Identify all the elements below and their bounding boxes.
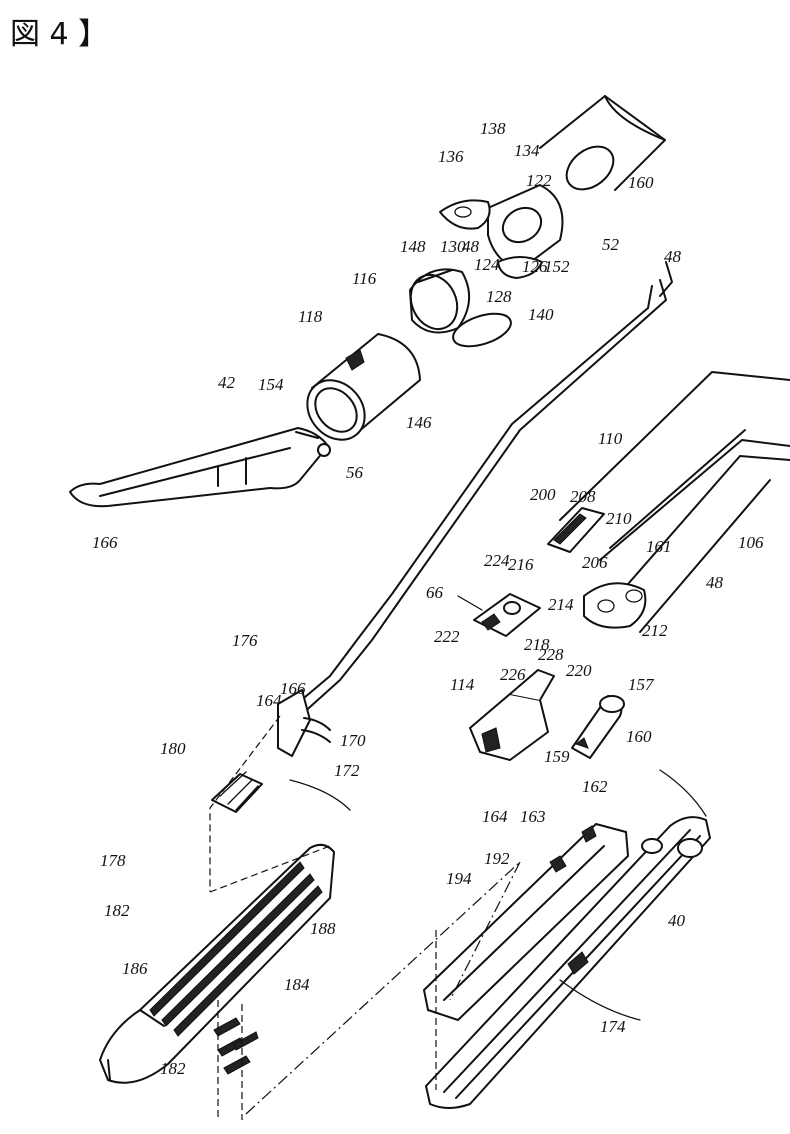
ref-label: 160 [628,173,654,192]
ref-label: 116 [352,269,377,288]
ref-label: 214 [548,595,574,614]
ref-label: 48 [462,237,480,256]
ref-label: 42 [218,373,236,392]
ref-label: 52 [602,235,620,254]
ref-label: 154 [258,375,284,394]
ref-label: 162 [582,777,608,796]
ref-label: 178 [100,851,126,870]
ref-label: 124 [474,255,500,274]
ref-label: 186 [122,959,148,978]
figure-title: 図 4 】 [10,17,108,52]
wedge-sled [212,772,262,812]
ref-label: 40 [668,911,686,930]
ref-label: 152 [544,257,570,276]
reference-numerals: 136 138 134 122 160 52 148 130 48 124 12… [92,119,764,1078]
anvil [70,428,330,506]
ref-label: 122 [526,171,552,190]
upper-link [474,594,540,636]
ref-label: 228 [538,645,564,664]
ref-label: 208 [570,487,596,506]
ref-label: 174 [600,1017,626,1036]
ref-label: 216 [508,555,534,574]
ref-label: 157 [628,675,655,694]
ref-label: 161 [646,537,672,556]
ref-label: 212 [642,621,668,640]
ref-label: 128 [486,287,512,306]
ref-label: 222 [434,627,460,646]
staple-rows [150,862,322,1036]
ref-label: 226 [500,665,526,684]
staples [214,1018,258,1074]
ref-label: 134 [514,141,540,160]
ref-label: 110 [598,429,623,448]
ref-label: 106 [738,533,764,552]
ref-label: 140 [528,305,554,324]
ref-label: 172 [334,761,360,780]
ref-label: 48 [706,573,724,592]
ref-label: 206 [582,553,608,572]
ref-label: 180 [160,739,186,758]
ref-label: 200 [530,485,556,504]
knife-pin [572,696,624,758]
ref-label: 138 [480,119,506,138]
ref-label: 164 [256,691,282,710]
ref-label: 188 [310,919,336,938]
ref-label: 66 [426,583,444,602]
ref-label: 159 [544,747,570,766]
ref-label: 224 [484,551,510,570]
ref-label: 118 [298,307,323,326]
ref-label: 56 [346,463,364,482]
ref-label: 182 [104,901,130,920]
rotating-ring [402,267,515,352]
ref-label: 148 [400,237,426,256]
ref-label: 166 [92,533,118,552]
ref-label: 163 [520,807,546,826]
ref-label: 192 [484,849,510,868]
ref-label: 176 [232,631,258,650]
ref-label: 170 [340,731,366,750]
ref-label: 48 [664,247,682,266]
ref-label: 210 [606,509,632,528]
ref-label: 194 [446,869,472,888]
ref-label: 160 [626,727,652,746]
ref-label: 114 [450,675,475,694]
ref-label: 220 [566,661,592,680]
ref-label: 136 [438,147,464,166]
coupler [278,690,330,756]
ref-label: 164 [482,807,508,826]
ref-label: 146 [406,413,432,432]
ref-label: 182 [160,1059,186,1078]
pivot-link [548,508,604,552]
ref-label: 166 [280,679,306,698]
ref-label: 184 [284,975,310,994]
